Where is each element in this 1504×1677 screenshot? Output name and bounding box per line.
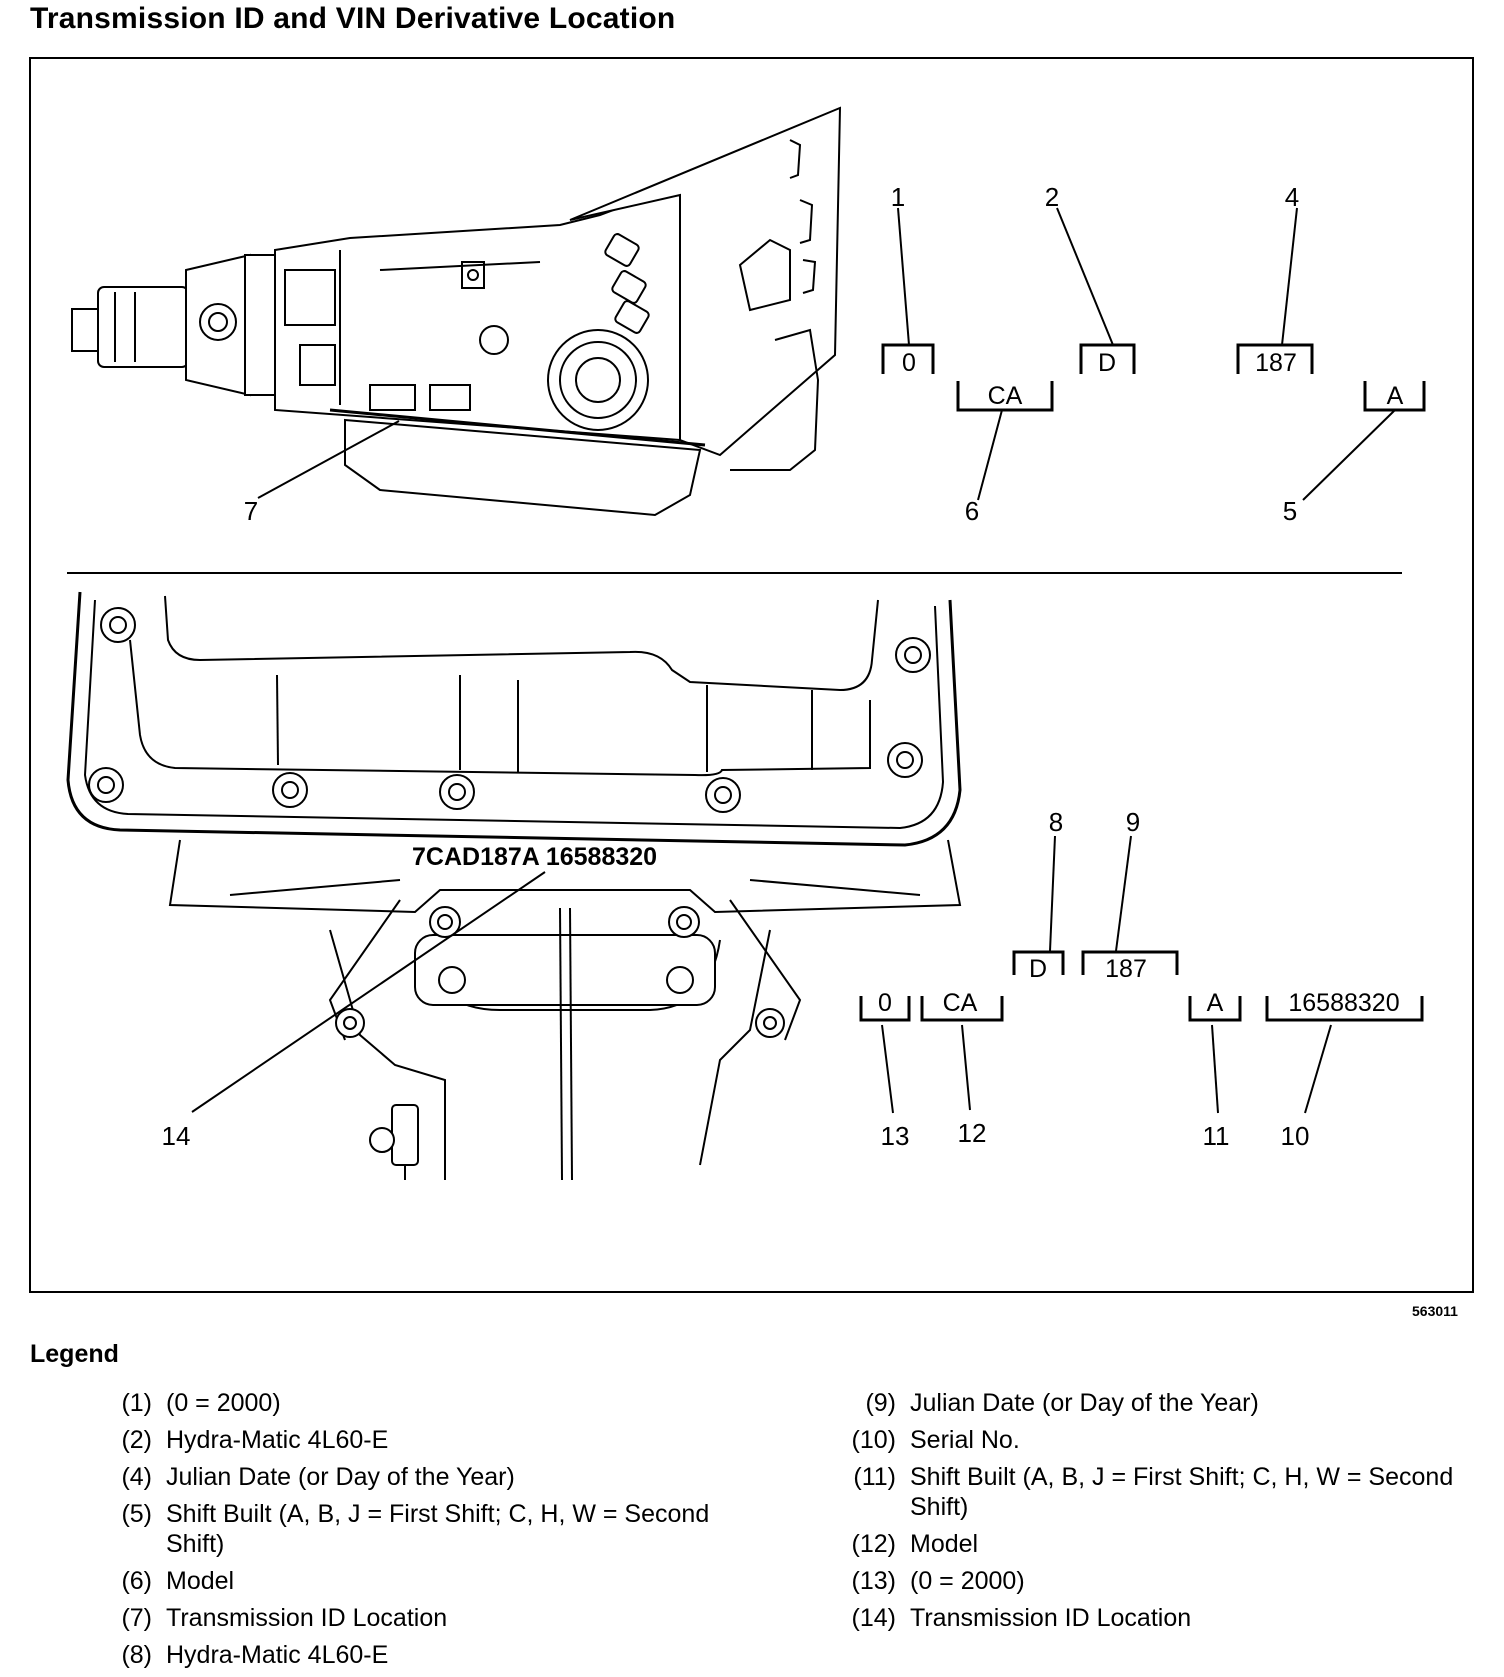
callout-13: 13 <box>881 1121 910 1151</box>
top-box-shift: A <box>1387 382 1404 410</box>
top-leader-lines <box>257 207 1396 501</box>
top-box-julian: 187 <box>1255 349 1297 377</box>
legend-number: (5) <box>121 1500 152 1528</box>
legend-text: Julian Date (or Day of the Year) <box>910 1389 1259 1417</box>
top-callouts: 1 2 4 7 6 5 <box>244 182 1299 526</box>
legend-item: (10) Serial No. <box>836 1425 1456 1455</box>
legend-text: Hydra-Matic 4L60-E <box>166 1641 389 1669</box>
callout-8: 8 <box>1049 807 1063 837</box>
legend-text: Julian Date (or Day of the Year) <box>166 1463 515 1491</box>
legend-number: (10) <box>851 1426 896 1454</box>
legend-item: (5) Shift Built (A, B, J = First Shift; … <box>92 1499 712 1559</box>
callout-11: 11 <box>1203 1121 1230 1151</box>
bottom-leader-lines <box>191 835 1332 1114</box>
legend-number: (8) <box>121 1641 152 1669</box>
legend-number: (11) <box>853 1463 896 1491</box>
legend-number: (2) <box>121 1426 152 1454</box>
transmission-side-view <box>71 106 842 517</box>
legend-text: Shift Built (A, B, J = First Shift; C, H… <box>166 1500 710 1558</box>
legend-item: (12) Model <box>836 1529 1456 1559</box>
legend-title: Legend <box>30 1340 119 1368</box>
legend-text: Transmission ID Location <box>910 1604 1192 1632</box>
legend-item: (4) Julian Date (or Day of the Year) <box>92 1462 712 1492</box>
legend-number: (1) <box>121 1389 152 1417</box>
transmission-bottom-view <box>66 591 962 1181</box>
callout-6: 6 <box>965 496 979 526</box>
legend-item: (1) (0 = 2000) <box>92 1388 712 1418</box>
legend-text: Serial No. <box>910 1426 1020 1454</box>
legend-number: (12) <box>851 1530 896 1558</box>
callout-5: 5 <box>1283 496 1297 526</box>
bottom-code-boxes: D 187 0 CA A 16588320 <box>859 950 1424 1022</box>
legend-text: Hydra-Matic 4L60-E <box>166 1426 389 1454</box>
figure-id: 563011 <box>1412 1303 1458 1319</box>
top-code-boxes: 0 CA D 187 A <box>881 343 1426 412</box>
legend-number: (7) <box>121 1604 152 1632</box>
legend-text: Transmission ID Location <box>166 1604 448 1632</box>
legend-number: (14) <box>851 1604 896 1632</box>
callout-12: 12 <box>958 1118 987 1148</box>
legend-item: (11) Shift Built (A, B, J = First Shift;… <box>836 1462 1456 1522</box>
legend-item: (2) Hydra-Matic 4L60-E <box>92 1425 712 1455</box>
legend-number: (13) <box>851 1567 896 1595</box>
legend-text: Model <box>166 1567 235 1595</box>
legend-item: (7) Transmission ID Location <box>92 1603 712 1633</box>
callout-7: 7 <box>244 496 258 526</box>
bottom-box-year: 0 <box>878 989 892 1017</box>
legend-text: Shift Built (A, B, J = First Shift; C, H… <box>910 1463 1454 1521</box>
pan-bolts <box>88 607 931 813</box>
legend-item: (14) Transmission ID Location <box>836 1603 1456 1633</box>
bottom-box-serial: 16588320 <box>1288 989 1399 1017</box>
callout-10: 10 <box>1281 1121 1310 1151</box>
legend-number: (9) <box>865 1389 896 1417</box>
callout-1: 1 <box>891 182 905 212</box>
top-box-model: CA <box>988 382 1023 410</box>
top-box-year: 0 <box>902 349 916 377</box>
legend-number: (6) <box>121 1567 152 1595</box>
legend-number: (4) <box>121 1463 152 1491</box>
bottom-callouts: 8 9 14 13 12 11 10 <box>162 807 1310 1151</box>
bottom-box-julian: 187 <box>1105 955 1147 983</box>
bottom-box-shift: A <box>1207 989 1224 1017</box>
bottom-box-trans: D <box>1029 955 1047 983</box>
transmission-diagram: 1 2 4 7 6 5 0 CA D 187 A <box>66 106 1426 1181</box>
legend-item: (6) Model <box>92 1566 712 1596</box>
legend-text: (0 = 2000) <box>166 1389 281 1417</box>
legend-text: (0 = 2000) <box>910 1567 1025 1595</box>
callout-2: 2 <box>1045 182 1059 212</box>
legend-column-right: (9) Julian Date (or Day of the Year) (10… <box>836 1388 1456 1640</box>
figure-frame <box>29 57 1474 1293</box>
legend-item: (13) (0 = 2000) <box>836 1566 1456 1596</box>
legend-item: (9) Julian Date (or Day of the Year) <box>836 1388 1456 1418</box>
page-title: Transmission ID and VIN Derivative Locat… <box>30 2 676 35</box>
callout-14: 14 <box>162 1121 191 1151</box>
bottom-box-model: CA <box>943 989 978 1017</box>
callout-9: 9 <box>1126 807 1140 837</box>
top-box-trans: D <box>1098 349 1116 377</box>
legend-text: Model <box>910 1530 979 1558</box>
legend-item: (8) Hydra-Matic 4L60-E <box>92 1640 712 1670</box>
transmission-id-stamp: 7CAD187A 16588320 <box>412 843 657 871</box>
legend-column-left: (1) (0 = 2000) (2) Hydra-Matic 4L60-E (4… <box>92 1388 712 1677</box>
callout-4: 4 <box>1285 182 1299 212</box>
